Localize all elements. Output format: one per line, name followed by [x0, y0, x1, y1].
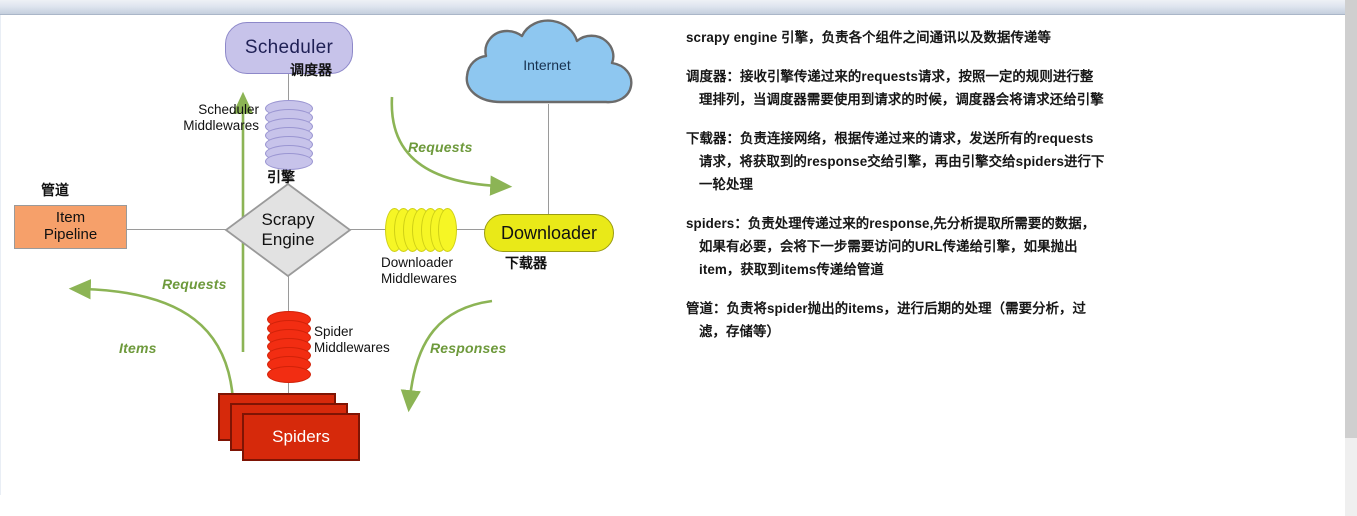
node-internet-label: Internet [523, 57, 571, 74]
spider-middlewares-label: Spider Middlewares [314, 324, 390, 356]
node-item-pipeline[interactable]: Item Pipeline [14, 205, 127, 249]
node-downloader-label: Downloader [500, 222, 598, 243]
node-scrapy-engine[interactable]: Scrapy Engine [224, 182, 352, 278]
node-downloader-cn-label: 下载器 [505, 255, 547, 271]
window-top-bar [0, 0, 1345, 15]
note-paragraph-engine: scrapy engine 引擎，负责各个组件之间通讯以及数据传递等 [686, 30, 1051, 45]
flow-label-items: Items [119, 340, 157, 356]
scheduler-middlewares-label: Scheduler Middlewares [183, 102, 259, 134]
scrapy-architecture-diagram: Internet Scheduler 调度器 Downloader 下载器 管道… [0, 0, 680, 501]
flow-label-requests-left: Requests [162, 276, 227, 292]
node-internet[interactable]: Internet [455, 18, 639, 114]
node-spiders-label: Spiders [272, 427, 330, 446]
window-right-gutter [1345, 0, 1357, 438]
explanation-notes: scrapy engine 引擎，负责各个组件之间通讯以及数据传递等 调度器：接… [686, 26, 1106, 360]
node-item-pipeline-label: Item Pipeline [43, 209, 98, 243]
note-paragraph-pipeline: 管道：负责将spider抛出的items，进行后期的处理（需要分析，过滤，存储等… [686, 301, 1087, 340]
flow-arrows [68, 91, 513, 413]
note-paragraph-spiders: spiders：负责处理传递过来的response,先分析提取所需要的数据，如果… [686, 216, 1096, 278]
note-paragraph-scheduler: 调度器：接收引擎传递过来的requests请求，按照一定的规则进行整理排列，当调… [686, 69, 1104, 108]
node-pipeline-cn-label: 管道 [41, 182, 69, 198]
spiders-card-front: Spiders [242, 413, 360, 461]
downloader-middlewares-cylinder [385, 208, 457, 252]
spider-middlewares-cylinder [267, 311, 311, 383]
cloud-shape [465, 19, 633, 104]
connector-internet-to-downloader [548, 104, 549, 216]
node-scheduler[interactable]: Scheduler [225, 22, 353, 74]
diamond-shape [224, 182, 352, 278]
node-engine-cn-label: 引擎 [267, 169, 295, 185]
node-spiders[interactable]: Spiders [218, 393, 360, 463]
window-right-gutter-lower [1345, 438, 1357, 516]
node-scheduler-cn-label: 调度器 [290, 62, 332, 78]
flow-label-requests-right: Requests [408, 139, 473, 155]
page-left-hairline [0, 15, 1, 495]
node-scheduler-label: Scheduler [244, 37, 334, 59]
node-downloader[interactable]: Downloader [484, 214, 614, 252]
connector-pipeline-to-engine [126, 229, 232, 230]
scheduler-middlewares-cylinder [265, 100, 313, 170]
node-scrapy-engine-label: Scrapy Engine [261, 210, 315, 249]
downloader-middlewares-label: Downloader Middlewares [381, 255, 457, 287]
flow-label-responses: Responses [430, 340, 507, 356]
note-paragraph-downloader: 下载器：负责连接网络，根据传递过来的请求，发送所有的requests请求，将获取… [686, 131, 1105, 193]
